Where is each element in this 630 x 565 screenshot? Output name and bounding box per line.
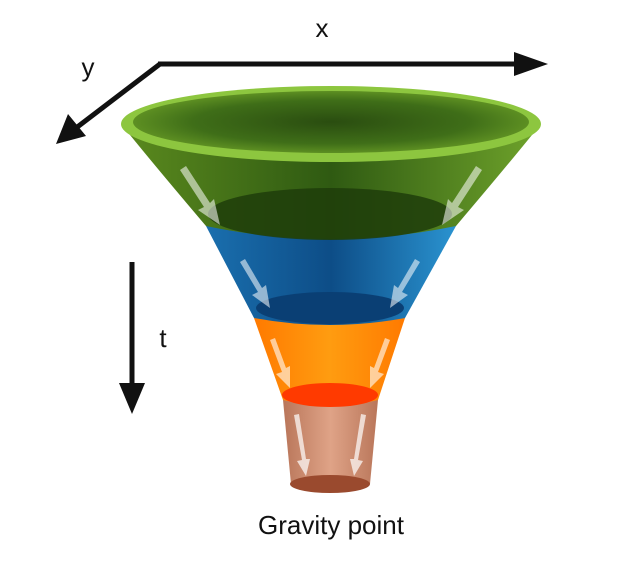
funnel <box>121 86 541 493</box>
flow-arrow-right-3 <box>370 338 390 388</box>
flow-arrow-right-1 <box>442 166 482 225</box>
gravity-point-caption: Gravity point <box>258 510 405 540</box>
flow-arrow-left-1 <box>180 166 220 225</box>
funnel-stage-third-bottom <box>282 383 378 407</box>
y-axis-arrowhead <box>56 114 86 144</box>
funnel-stage-top-bottom <box>208 188 452 240</box>
y-axis-label: y <box>82 52 95 82</box>
axis-arrows <box>56 52 548 414</box>
funnel-opening <box>133 91 529 153</box>
flow-arrow-right-4 <box>350 414 366 476</box>
y-axis-line <box>74 62 162 130</box>
funnel-stage-bottom-base <box>290 475 370 493</box>
x-axis-arrowhead <box>514 52 548 76</box>
t-axis-arrowhead <box>119 383 145 414</box>
flow-arrows <box>180 166 482 476</box>
flow-arrow-left-2 <box>240 259 270 308</box>
flow-arrow-left-3 <box>270 338 290 388</box>
flow-arrow-left-4 <box>294 414 310 476</box>
x-axis-label: x <box>316 13 329 43</box>
funnel-stage-second-bottom <box>256 292 404 324</box>
t-axis-label: t <box>159 323 167 353</box>
funnel-stage-third <box>254 318 405 406</box>
flow-arrow-right-2 <box>390 259 420 308</box>
